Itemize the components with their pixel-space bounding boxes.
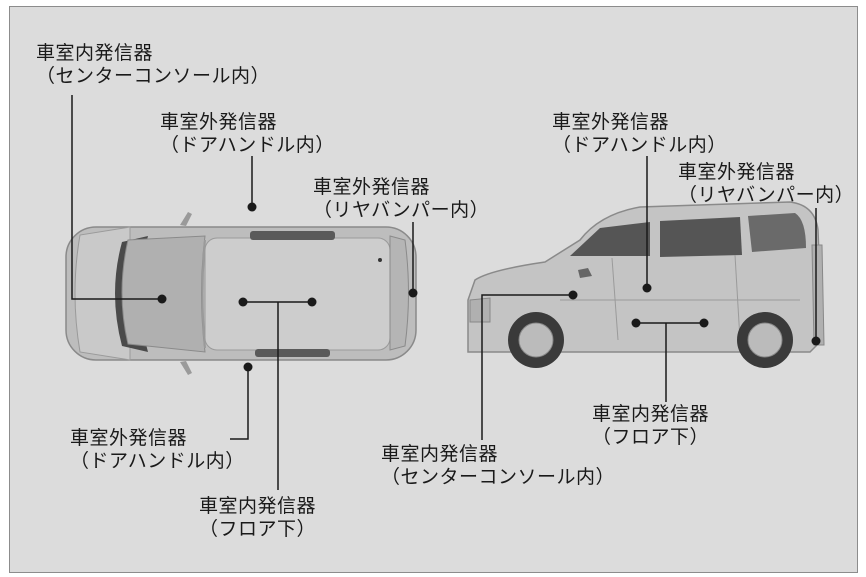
label-line2: （リヤバンパー内） <box>678 184 855 206</box>
label-line2: （センターコンソール内） <box>381 466 616 488</box>
label-line2: （リヤバンパー内） <box>313 199 490 221</box>
label-line1: 車室内発信器 <box>592 403 710 425</box>
label-line2: （ドアハンドル内） <box>160 134 335 156</box>
label-top-exterior-door-lower: 車室外発信器 （ドアハンドル内） <box>70 427 245 473</box>
label-line1: 車室外発信器 <box>552 111 670 133</box>
label-line2: （センターコンソール内） <box>36 65 271 87</box>
label-side-exterior-door: 車室外発信器 （ドアハンドル内） <box>552 111 727 157</box>
label-side-interior-floor: 車室内発信器 （フロア下） <box>592 403 709 449</box>
label-line2: （ドアハンドル内） <box>70 450 245 472</box>
label-line1: 車室外発信器 <box>313 176 431 198</box>
label-line2: （フロア下） <box>199 518 317 540</box>
label-top-interior-console: 車室内発信器 （センターコンソール内） <box>36 42 270 88</box>
label-line1: 車室内発信器 <box>36 42 154 64</box>
label-line1: 車室内発信器 <box>199 495 317 517</box>
top-view-car <box>65 212 417 375</box>
label-line1: 車室外発信器 <box>70 427 188 449</box>
label-top-exterior-door-upper: 車室外発信器 （ドアハンドル内） <box>160 111 335 157</box>
transmitter-dots <box>157 202 821 372</box>
label-line2: （フロア下） <box>592 426 710 448</box>
leader-lines <box>71 95 817 490</box>
label-line1: 車室内発信器 <box>381 443 499 465</box>
label-line1: 車室外発信器 <box>678 161 796 183</box>
label-line2: （ドアハンドル内） <box>552 134 727 156</box>
label-line1: 車室外発信器 <box>160 111 278 133</box>
label-top-exterior-rear: 車室外発信器 （リヤバンパー内） <box>313 176 489 222</box>
label-top-interior-floor: 車室内発信器 （フロア下） <box>199 495 316 541</box>
label-side-exterior-rear: 車室外発信器 （リヤバンパー内） <box>678 161 854 207</box>
label-side-interior-console: 車室内発信器 （センターコンソール内） <box>381 443 615 489</box>
